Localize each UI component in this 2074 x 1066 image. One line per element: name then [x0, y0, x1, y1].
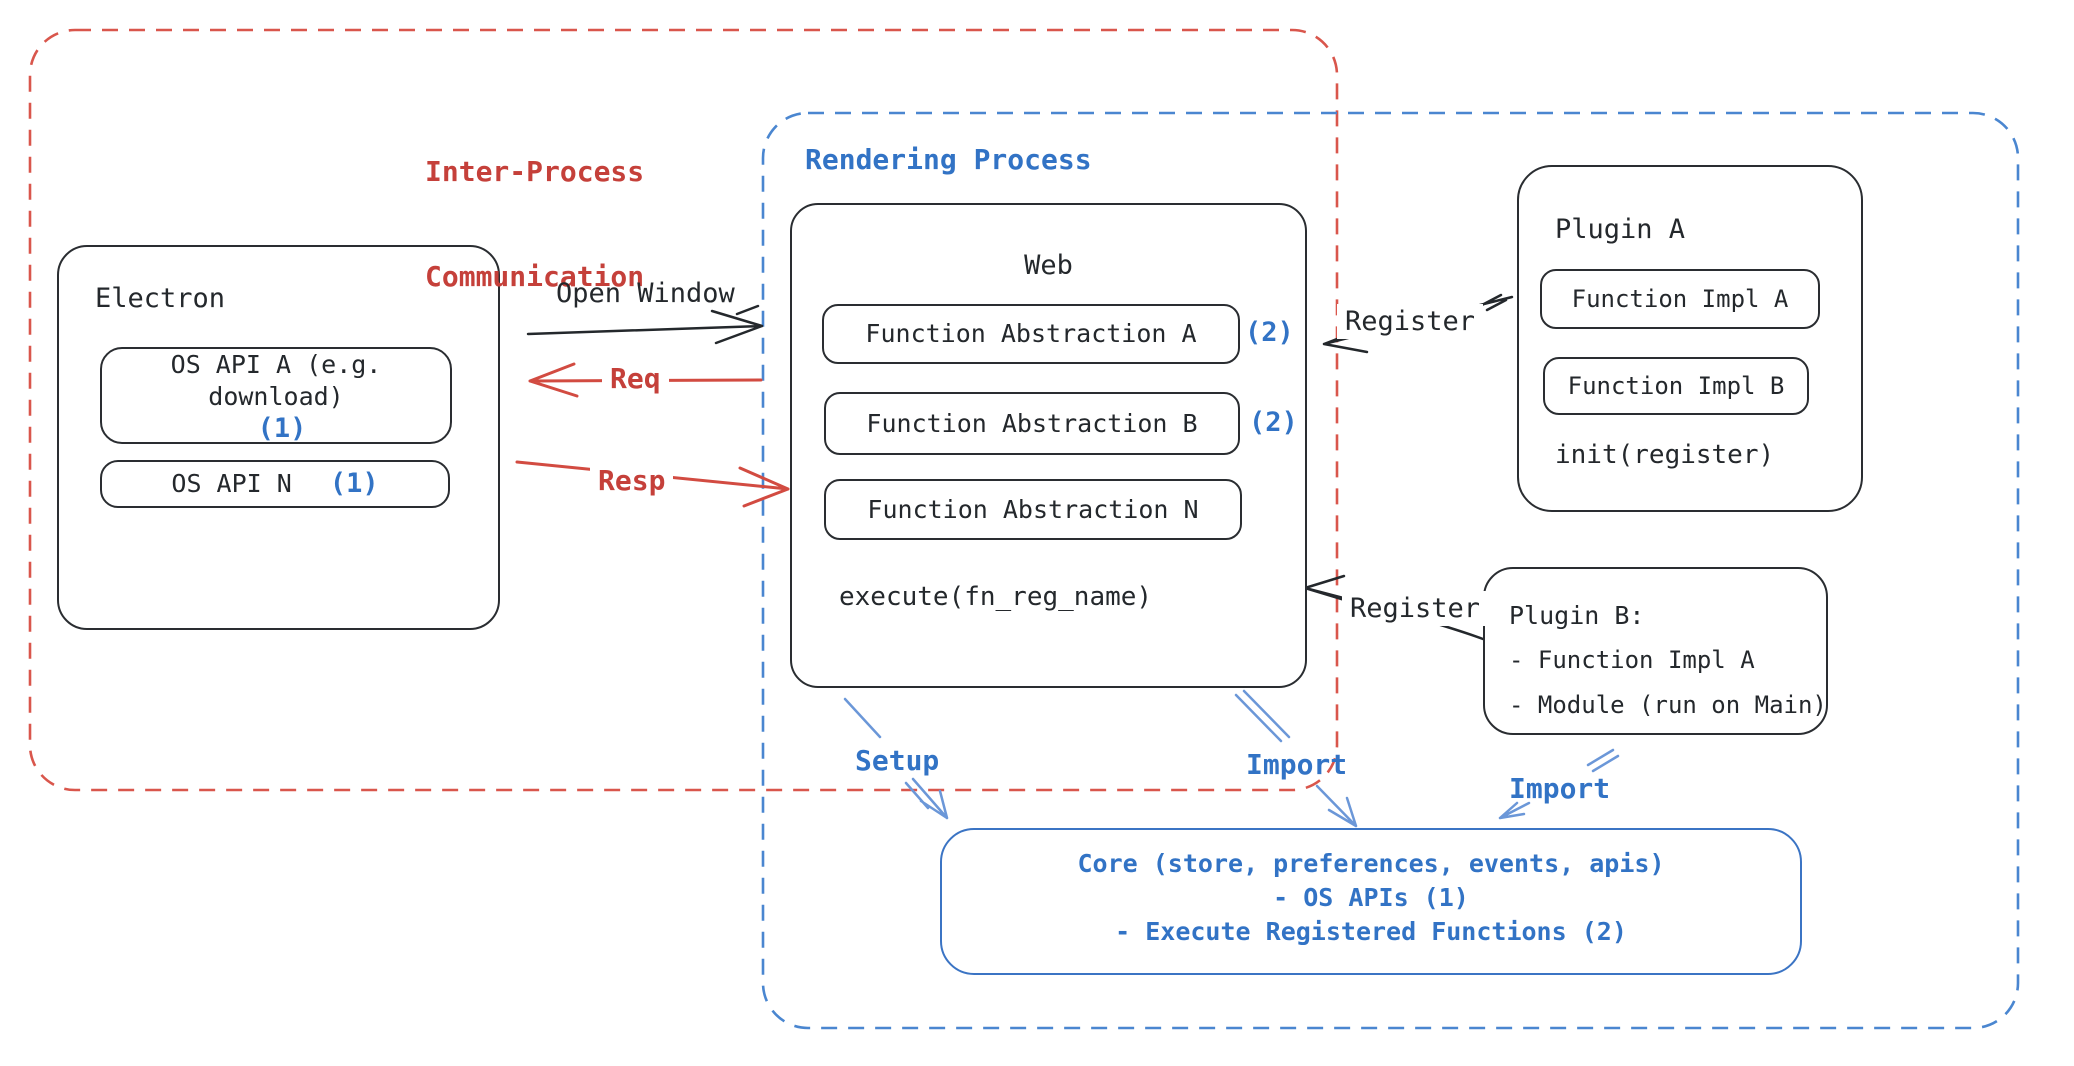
req-label: Req [602, 360, 669, 397]
function-abstraction-b-box: Function Abstraction B [824, 392, 1240, 455]
plugin-b-title: Plugin B: [1509, 601, 1645, 630]
web-title: Web [1024, 250, 1073, 281]
os-api-n-box: OS API N (1) [100, 460, 450, 508]
plugin-b-content: Plugin B: - Function Impl A - Module (ru… [1509, 593, 1827, 728]
plugin-b-box: Plugin B: - Function Impl A - Module (ru… [1483, 567, 1828, 735]
os-api-a-box: OS API A (e.g. download) (1) [100, 347, 452, 444]
web-box: Web Function Abstraction A (2) Function … [790, 203, 1307, 688]
electron-title: Electron [95, 283, 226, 314]
register-top-label: Register [1337, 304, 1484, 339]
plugin-b-item: - Function Impl A [1509, 646, 1755, 674]
open-window-label: Open Window [556, 278, 735, 309]
setup-label: Setup [855, 744, 940, 777]
function-abstraction-n-box: Function Abstraction N [824, 479, 1242, 540]
function-impl-b-box: Function Impl B [1543, 357, 1809, 415]
function-abstraction-a-badge: (2) [1245, 317, 1294, 348]
os-api-n-badge: (1) [329, 468, 379, 499]
register-bottom-label: Register [1342, 591, 1489, 626]
plugin-b-item: - Module (run on Main) [1509, 691, 1827, 719]
plugin-a-init-label: init(register) [1555, 440, 1775, 470]
ipc-region-label: Inter-Process Communication [425, 84, 644, 364]
os-api-a-label: OS API A (e.g. download) [170, 350, 382, 411]
core-line: - OS APIs (1) [1273, 883, 1469, 912]
os-api-a-badge: (1) [257, 413, 307, 444]
web-execute-label: execute(fn_reg_name) [839, 582, 1153, 612]
rendering-region-label: Rendering Process [805, 143, 1092, 176]
os-api-n-label: OS API N [171, 469, 292, 498]
import-plugin-label: Import [1509, 772, 1611, 805]
core-line: - Execute Registered Functions (2) [1115, 917, 1627, 946]
function-abstraction-b-badge: (2) [1249, 407, 1298, 438]
import-web-label: Import [1246, 748, 1348, 781]
plugin-a-title: Plugin A [1555, 214, 1686, 245]
function-impl-a-box: Function Impl A [1540, 269, 1820, 329]
resp-label: Resp [590, 462, 674, 499]
plugin-a-box: Plugin A Function Impl A Function Impl B… [1517, 165, 1863, 512]
ipc-label-line1: Inter-Process [425, 155, 645, 188]
core-box: Core (store, preferences, events, apis) … [940, 828, 1802, 975]
function-abstraction-a-box: Function Abstraction A [822, 304, 1240, 364]
core-line: Core (store, preferences, events, apis) [1077, 849, 1665, 878]
